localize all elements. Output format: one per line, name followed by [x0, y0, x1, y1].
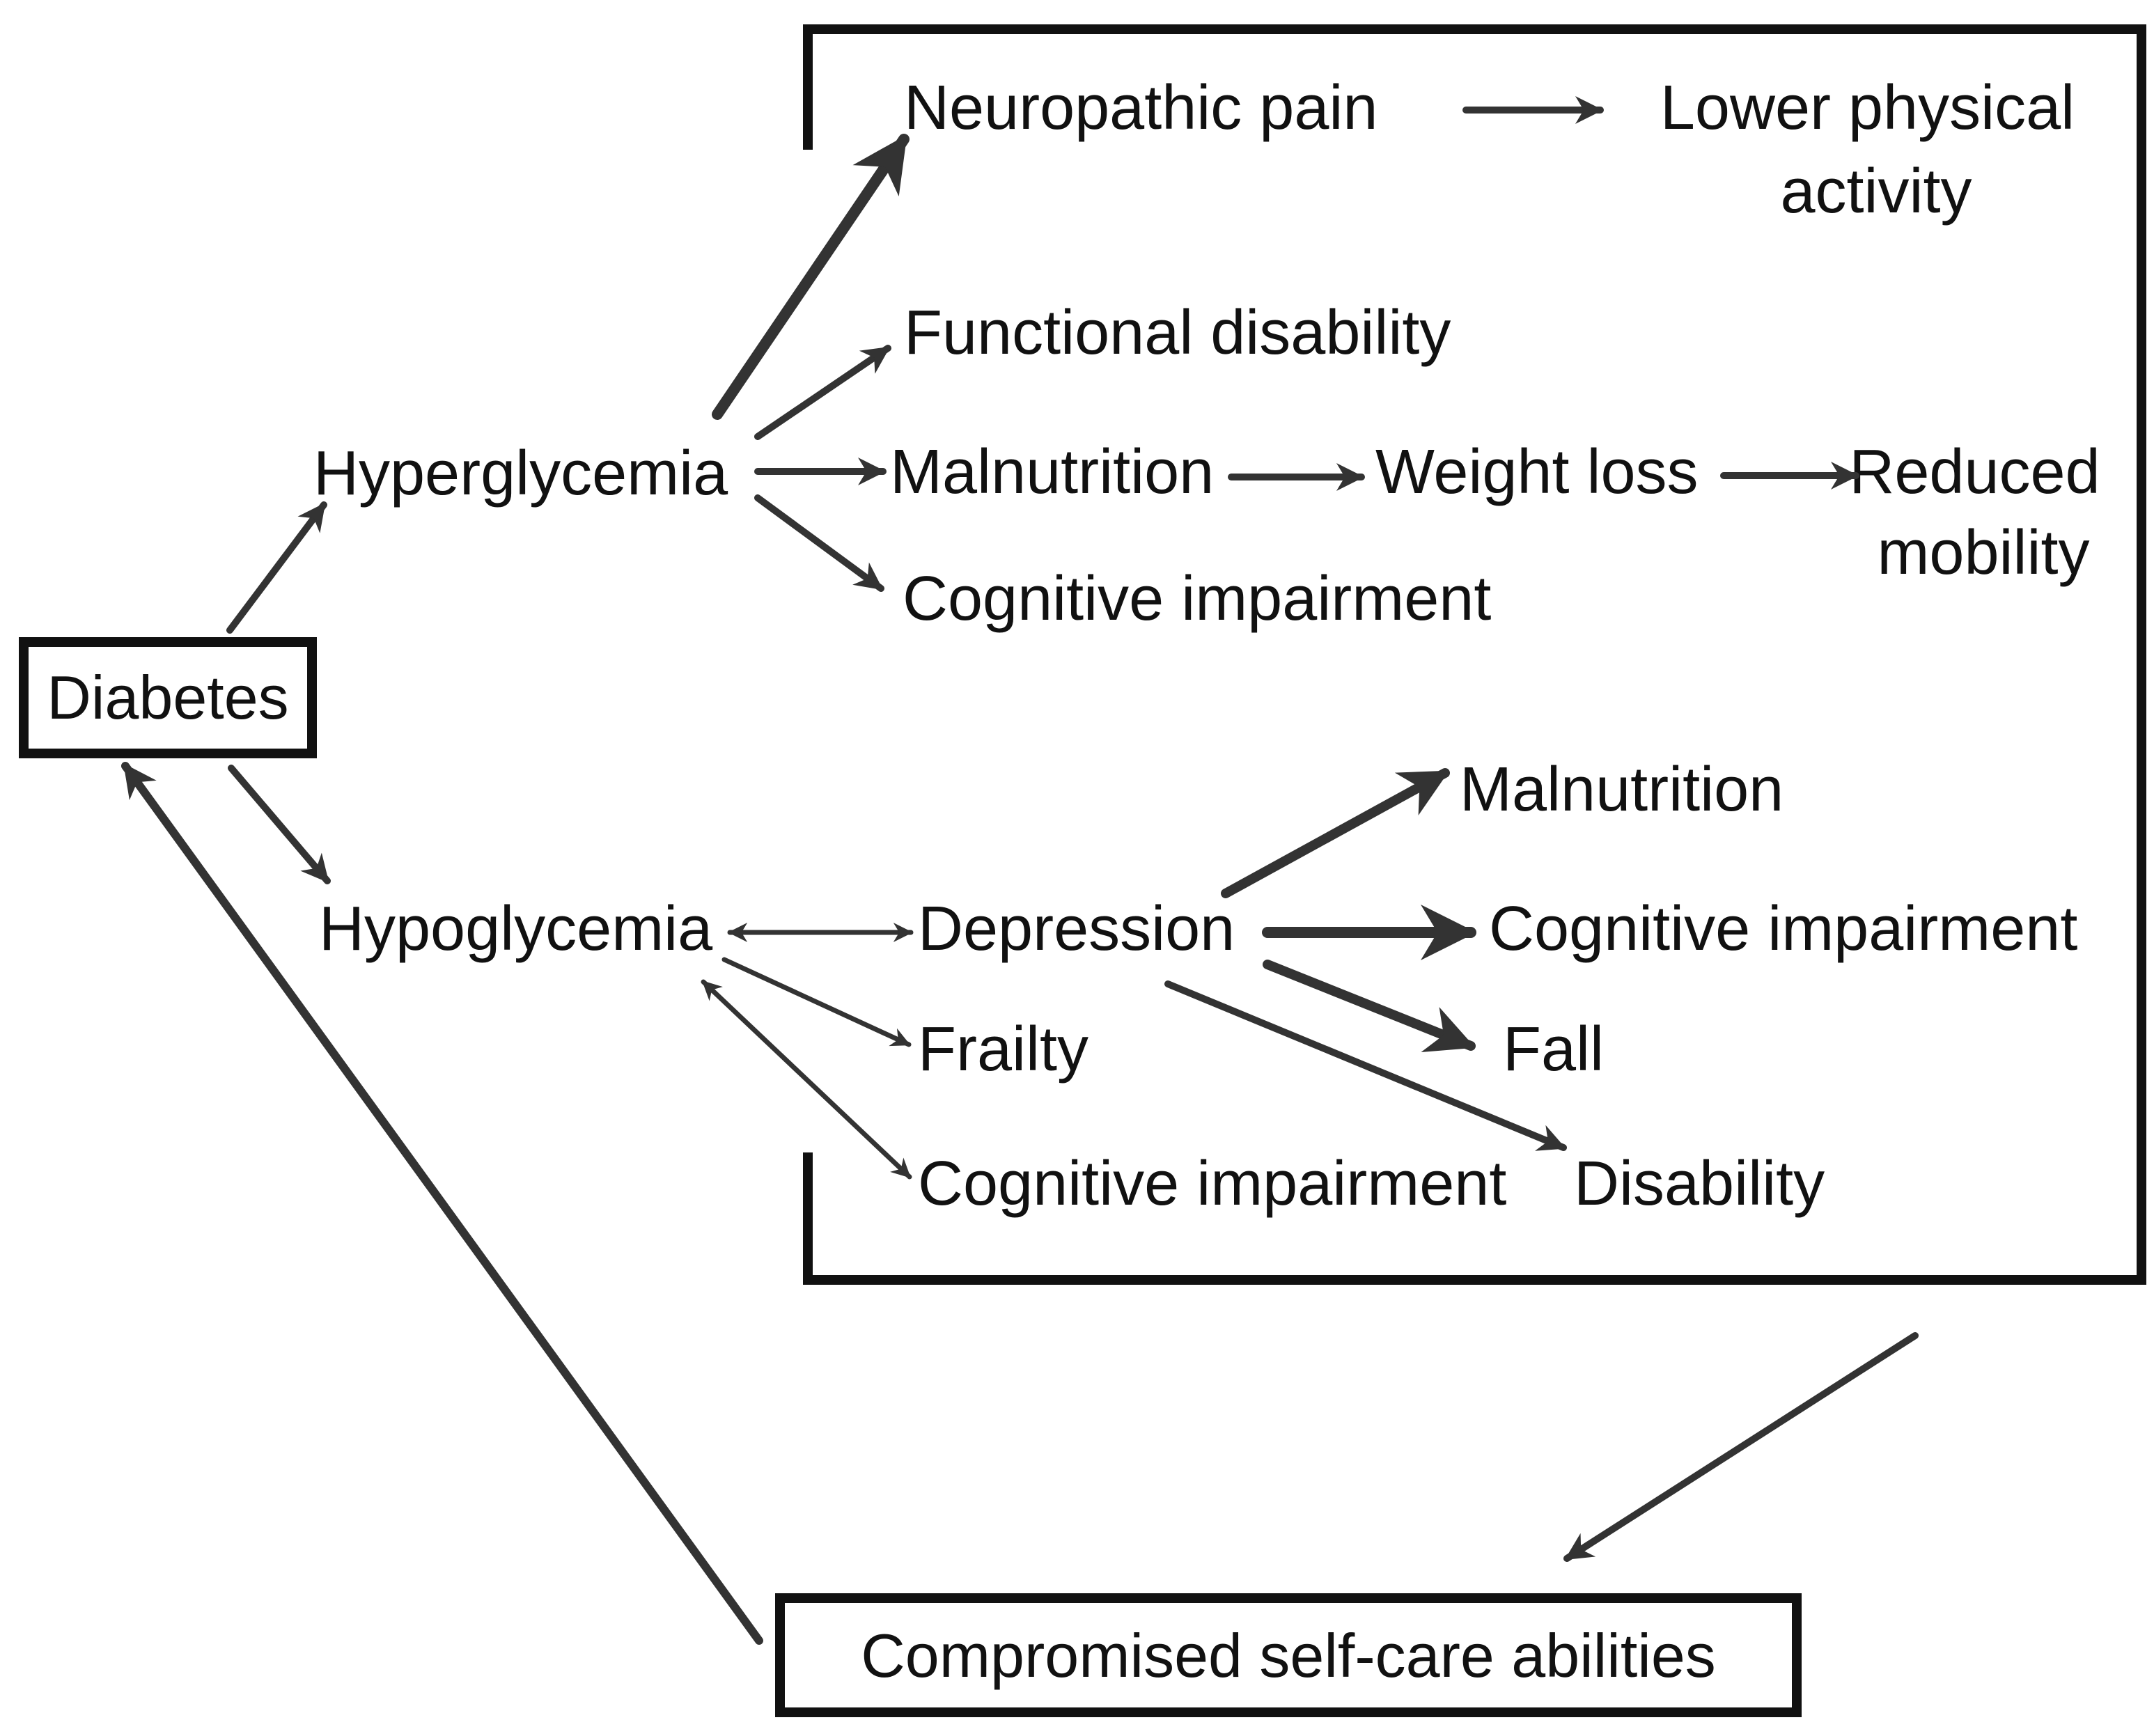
arrow-complications-to-self-care — [1563, 1332, 1919, 1562]
hyperglycemia-label: Hyperglycemia — [313, 439, 728, 508]
arrow-depression-to-malnutrition — [1221, 768, 1450, 898]
arrow-diabetes-to-hyperglycemia — [226, 501, 327, 634]
lower-physical-activity-line1: Lower physical — [1660, 73, 2075, 143]
lower-physical-activity-label: Lower physical activity — [1660, 73, 2092, 226]
hypoglycemia-label: Hypoglycemia — [319, 894, 713, 964]
arrow-hypo-cognitive-bidirectional — [701, 979, 912, 1180]
arrows — [121, 96, 1919, 1645]
arrow-hyper-to-cognitive-impairment — [754, 494, 884, 592]
fall-label: Fall — [1503, 1015, 1604, 1084]
arrow-depression-to-disability — [1164, 980, 1567, 1151]
arrow-depression-to-fall — [1263, 960, 1476, 1053]
frailty-label: Frailty — [918, 1015, 1088, 1084]
diabetes-label: Diabetes — [47, 663, 288, 732]
arrow-hypo-to-frailty — [721, 957, 912, 1047]
disability-label: Disability — [1574, 1149, 1825, 1219]
arrow-self-care-to-diabetes — [121, 762, 763, 1645]
cognitive-impairment-hypo-label: Cognitive impairment — [918, 1149, 1506, 1219]
cognitive-impairment-hyper-label: Cognitive impairment — [903, 564, 1491, 634]
reduced-mobility-label: Reduced mobility — [1849, 437, 2117, 588]
cognitive-impairment-depression-label: Cognitive impairment — [1489, 894, 2077, 964]
arrow-hyper-to-functional-disability — [754, 345, 891, 440]
reduced-mobility-line1: Reduced — [1849, 437, 2100, 507]
lower-physical-activity-line2: activity — [1780, 157, 1972, 226]
arrow-diabetes-to-hypoglycemia — [228, 765, 331, 884]
malnutrition-hyper-label: Malnutrition — [890, 437, 1214, 507]
arrow-hyper-to-neuropathic-pain — [712, 134, 910, 420]
self-care-box — [775, 1593, 1802, 1717]
self-care-label: Compromised self-care abilities — [861, 1621, 1716, 1690]
depression-label: Depression — [918, 894, 1235, 964]
malnutrition-depression-label: Malnutrition — [1460, 755, 1784, 824]
reduced-mobility-line2: mobility — [1877, 518, 2089, 588]
diabetes-box — [19, 637, 317, 758]
complications-bracket — [803, 24, 2146, 1285]
weight-loss-label: Weight loss — [1375, 437, 1699, 507]
functional-disability-label: Functional disability — [904, 298, 1451, 368]
neuropathic-pain-label: Neuropathic pain — [904, 73, 1378, 143]
